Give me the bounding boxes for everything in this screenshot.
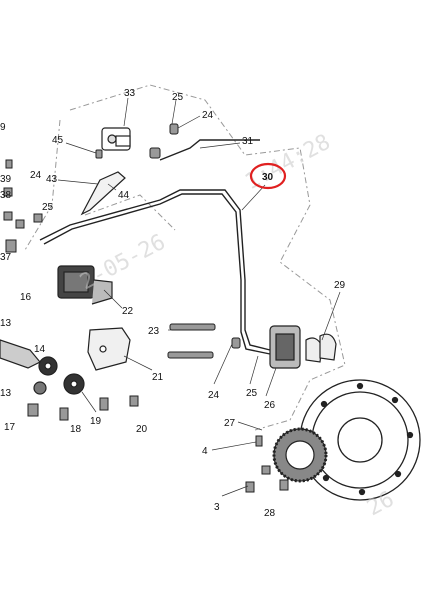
label-16: 16	[20, 292, 32, 303]
label-24-top: 24	[202, 110, 214, 121]
label-30-highlighted: 30	[262, 172, 274, 183]
bolts	[3, 123, 289, 493]
label-43: 43	[46, 174, 58, 185]
label-13-top: 13	[0, 318, 12, 329]
label-22: 22	[122, 306, 134, 317]
foot-pedal	[0, 339, 41, 369]
label-45: 45	[52, 135, 64, 146]
watermark: 1:44:28 2-05-26 26	[76, 130, 398, 522]
label-39: 39	[0, 174, 12, 185]
brake-caliper	[269, 325, 301, 369]
master-cylinder	[80, 127, 131, 216]
label-3: 3	[214, 502, 220, 513]
highlight-circle	[249, 162, 287, 190]
label-13-bottom: 13	[0, 388, 12, 399]
label-29: 29	[334, 280, 346, 291]
bracket	[87, 327, 131, 371]
brake-pads	[305, 333, 337, 363]
abs-unit	[57, 265, 113, 305]
abs-tone-ring	[272, 427, 328, 483]
label-38: 38	[0, 190, 12, 201]
watermark-bottom: 26	[363, 487, 398, 522]
label-9: 9	[0, 122, 6, 133]
label-25-top: 25	[172, 92, 184, 103]
part-labels: 33 25 24 45 43 44 31 30 9 39 38 24 25 37…	[0, 88, 346, 519]
label-33: 33	[124, 88, 136, 99]
label-21: 21	[152, 372, 164, 383]
label-19: 19	[90, 416, 102, 427]
label-24-bottom: 24	[208, 390, 220, 401]
label-28: 28	[264, 508, 276, 519]
watermark-middle: 2-05-26	[76, 230, 170, 296]
label-31: 31	[242, 136, 254, 147]
label-18: 18	[70, 424, 82, 435]
label-25-left: 25	[42, 202, 54, 213]
rubber-mounts	[33, 356, 85, 395]
label-24-left: 24	[30, 170, 42, 181]
label-25-bottom: 25	[246, 388, 258, 399]
label-17: 17	[4, 422, 16, 433]
label-14: 14	[34, 344, 46, 355]
label-23: 23	[148, 326, 160, 337]
brake-line	[39, 139, 271, 355]
label-27: 27	[224, 418, 236, 429]
label-26: 26	[264, 400, 276, 411]
label-20: 20	[136, 424, 148, 435]
assembly-outline	[24, 84, 346, 431]
label-44: 44	[118, 190, 130, 201]
label-4: 4	[202, 446, 208, 457]
label-37: 37	[0, 252, 12, 263]
leader-lines	[57, 97, 341, 497]
